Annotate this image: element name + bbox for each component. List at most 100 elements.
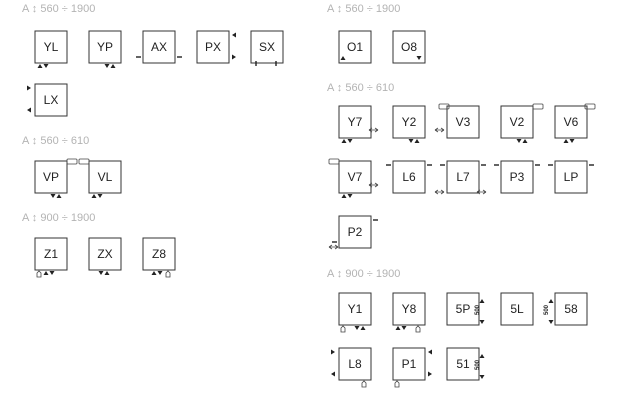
radiator-code-label: YL [44, 40, 59, 54]
radiator-box [392, 347, 426, 381]
radiator-z8: Z8 [142, 237, 176, 278]
two-way-arrow-icon [368, 127, 379, 133]
radiator-box [338, 105, 372, 139]
radiator-ax: AX [136, 30, 182, 64]
radiator-code-label: Y7 [348, 115, 363, 129]
tap-icon [415, 325, 421, 333]
arrow-left-icon [27, 107, 31, 113]
arrow-down-icon [347, 194, 353, 198]
arrow-down-icon [49, 271, 55, 275]
arrow-left-icon [331, 371, 335, 377]
radiator-p1: P1 [392, 347, 432, 388]
radiator-box [88, 30, 122, 64]
arrow-up-icon [360, 326, 366, 330]
two-way-arrow-icon [368, 182, 379, 188]
radiator-code-label: P2 [348, 225, 363, 239]
arrow-down-icon [516, 139, 522, 143]
arrow-down-icon [416, 56, 422, 60]
tap-icon [340, 325, 346, 333]
radiator-code-label: P3 [510, 170, 525, 184]
radiator-box [392, 292, 426, 326]
arrow-up-icon [395, 326, 401, 330]
radiator-code-label: Y1 [348, 302, 363, 316]
radiator-box [392, 105, 426, 139]
arrow-up-icon [479, 354, 485, 358]
side-connector-icon [532, 103, 544, 110]
radiator-y7: Y7 [338, 105, 379, 143]
radiator-code-label: Y8 [402, 302, 417, 316]
offset-500-icon: 500 [475, 304, 481, 315]
radiator-l7: L7 [434, 160, 487, 195]
radiator-box [554, 105, 588, 139]
radiator-box [338, 347, 372, 381]
section-header-right-b: A ↕ 560 ÷ 610 [327, 82, 394, 94]
radiator-code-label: VL [98, 170, 113, 184]
radiator-lp: LP [548, 160, 594, 194]
two-way-arrow-icon [434, 189, 445, 195]
radiator-v2: V2 [500, 103, 544, 143]
radiator-box [88, 237, 122, 271]
radiator-code-label: 5P [456, 302, 471, 316]
section-header-right-c: A ↕ 900 ÷ 1900 [327, 268, 400, 280]
radiator-vl: VL [78, 158, 122, 198]
radiator-box [338, 215, 372, 249]
arrow-up-icon [414, 139, 420, 143]
arrow-left-icon [428, 349, 432, 355]
arrow-up-icon [479, 299, 485, 303]
side-connector-icon [584, 103, 596, 110]
radiator-box [446, 105, 480, 139]
radiator-box [34, 237, 68, 271]
arrow-right-icon [232, 54, 236, 60]
radiator-o1: O1 [338, 30, 372, 64]
two-way-arrow-icon [328, 244, 339, 250]
radiator-code-label: V3 [456, 115, 471, 129]
radiator-box [446, 347, 480, 381]
arrow-down-icon [98, 271, 104, 275]
arrow-down-icon [104, 64, 110, 68]
radiator-5p: 5P 500 [446, 292, 485, 326]
tap-icon [394, 380, 400, 388]
radiator-zx: ZX [88, 237, 122, 275]
radiator-v7: V7 [328, 158, 379, 198]
radiator-yp: YP [88, 30, 122, 68]
radiator-code-label: 58 [564, 302, 578, 316]
side-connector-icon [78, 158, 90, 165]
radiator-code-label: AX [151, 40, 167, 54]
arrow-right-icon [331, 349, 335, 355]
radiator-code-label: Z8 [152, 247, 166, 261]
radiator-code-label: 5L [510, 302, 524, 316]
radiator-box [142, 30, 176, 64]
arrow-down-icon [43, 64, 49, 68]
radiator-v6: V6 [554, 103, 596, 143]
radiator-5l: 5L [500, 292, 534, 326]
tap-icon [165, 270, 171, 278]
radiator-l8: L8 [331, 347, 372, 388]
radiator-l6: L6 [386, 160, 432, 194]
radiator-box [250, 30, 284, 64]
radiator-px: PX [196, 30, 236, 64]
radiator-vp: VP [34, 158, 78, 198]
radiator-box [338, 30, 372, 64]
radiator-sx: SX [250, 30, 284, 66]
arrow-left-icon [232, 32, 236, 38]
arrow-up-icon [522, 139, 528, 143]
radiator-58: 58 500 [544, 292, 588, 326]
radiator-code-label: Z1 [44, 247, 58, 261]
radiator-box [446, 292, 480, 326]
svg-text:500: 500 [544, 304, 550, 315]
arrow-down-icon [479, 375, 485, 379]
radiator-code-label: SX [259, 40, 275, 54]
radiator-code-label: V2 [510, 115, 525, 129]
radiator-code-label: YP [97, 40, 113, 54]
radiator-y8: Y8 [392, 292, 426, 333]
section-header-right-a: A ↕ 560 ÷ 1900 [327, 3, 400, 15]
radiator-z1: Z1 [34, 237, 68, 278]
arrow-down-icon [157, 271, 163, 275]
radiator-code-label: V6 [564, 115, 579, 129]
radiator-code-label: Y2 [402, 115, 417, 129]
arrow-up-icon [104, 271, 110, 275]
radiator-y1: Y1 [338, 292, 372, 333]
side-connector-icon [66, 158, 78, 165]
radiator-code-label: L7 [456, 170, 470, 184]
